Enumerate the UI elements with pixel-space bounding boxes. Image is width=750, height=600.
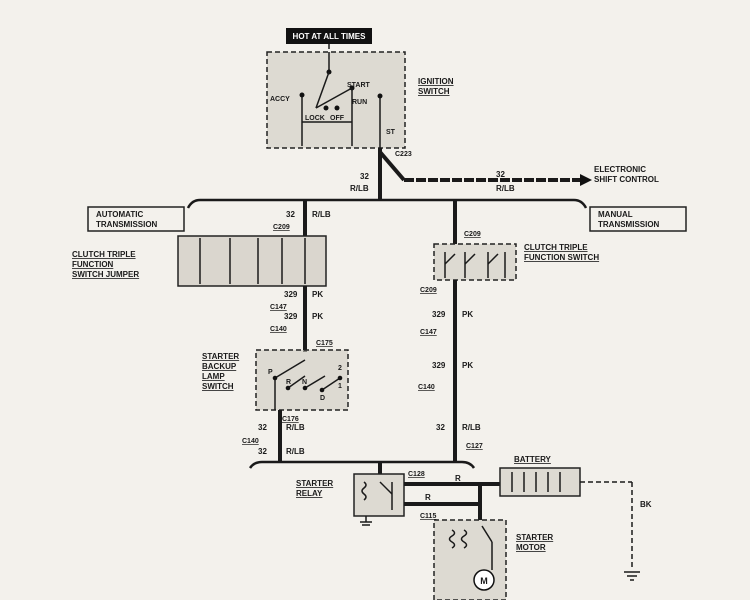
connector-c128: C128: [408, 471, 425, 478]
main-low-circuit: 32: [436, 423, 445, 432]
auto-low-color-2: R/LB: [286, 447, 305, 456]
splice-bar: [186, 198, 588, 209]
connector-c115: C115: [420, 513, 436, 520]
auto-wire-circuit: 32: [286, 210, 295, 219]
pk-circuit-2: 329: [284, 312, 298, 321]
connector-c209-right-top: C209: [464, 231, 481, 238]
run-label: RUN: [352, 99, 367, 106]
connector-c140-left-bottom: C140: [242, 438, 259, 445]
relay-battery-color: R: [455, 474, 461, 483]
hot-at-all-times-badge: HOT AT ALL TIMES: [286, 28, 372, 44]
connector-c140-right: C140: [418, 384, 435, 391]
battery-label: BATTERY: [514, 455, 552, 464]
ground-wire-color: BK: [640, 500, 652, 509]
starter-relay: [353, 473, 405, 526]
auto-low-color-1: R/LB: [286, 423, 305, 432]
connector-c127: C127: [466, 443, 483, 450]
st-label: ST: [386, 129, 396, 136]
connector-c175: C175: [316, 340, 333, 347]
auto-wire-color: R/LB: [312, 210, 331, 219]
connector-c147-left: C147: [270, 304, 287, 311]
main-wire-circuit: 32: [360, 172, 369, 181]
bottom-splice-bar: [248, 460, 476, 469]
gear-p: P: [268, 369, 273, 376]
pk-color-2: PK: [312, 312, 323, 321]
off-label: OFF: [330, 115, 345, 122]
start-label: START: [347, 82, 371, 89]
pk-color-r2: PK: [462, 361, 473, 370]
starter-motor: M: [433, 519, 507, 600]
gear-1: 1: [338, 383, 342, 390]
pk-color-1: PK: [312, 290, 323, 299]
gear-d: D: [320, 395, 325, 402]
main-wire-color: R/LB: [350, 184, 369, 193]
connector-c140-left: C140: [270, 326, 287, 333]
connector-c223: C223: [395, 151, 412, 158]
pk-color-r1: PK: [462, 310, 473, 319]
esc-wire-color: R/LB: [496, 184, 515, 193]
connector-c176: C176: [282, 416, 299, 423]
clutch-jumper-box: [177, 235, 327, 287]
accy-label: ACCY: [270, 96, 290, 103]
gear-r: R: [286, 379, 291, 386]
esc-wire-circuit: 32: [496, 170, 505, 179]
lock-label: LOCK: [305, 115, 325, 122]
connector-c147-right: C147: [420, 329, 437, 336]
pk-circuit-r1: 329: [432, 310, 446, 319]
main-low-color: R/LB: [462, 423, 481, 432]
badge-text: HOT AT ALL TIMES: [293, 32, 367, 41]
connector-c209-left: C209: [273, 224, 290, 231]
connector-c209-right-bottom: C209: [420, 287, 437, 294]
pk-circuit-r2: 329: [432, 361, 446, 370]
gear-n: N: [302, 379, 307, 386]
pk-circuit-1: 329: [284, 290, 298, 299]
battery: [499, 467, 581, 497]
auto-low-circuit-2: 32: [258, 447, 267, 456]
motor-symbol: M: [480, 576, 488, 586]
auto-low-circuit-1: 32: [258, 423, 267, 432]
gear-2: 2: [338, 365, 342, 372]
relay-motor-color: R: [425, 493, 431, 502]
clutch-switch-box: [433, 243, 517, 281]
ignition-switch: ACCY START RUN LOCK OFF ST: [266, 51, 406, 149]
backup-lamp-switch: P R N D 2 1: [255, 349, 349, 411]
